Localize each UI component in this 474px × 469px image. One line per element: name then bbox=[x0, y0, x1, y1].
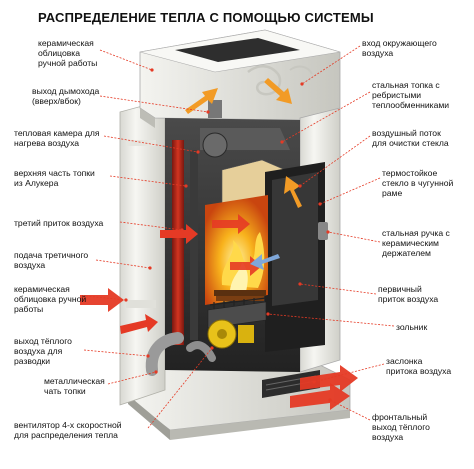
label-line: нагрева воздуха bbox=[14, 138, 80, 148]
label-line: керамическая bbox=[14, 284, 70, 294]
label-warm-air-out: выход тёплого воздуха для разводки bbox=[14, 336, 72, 366]
label-third-air-supply: подача третичного воздуха bbox=[14, 250, 88, 270]
label-line: термостойкое bbox=[382, 168, 438, 178]
label-line: из Алукера bbox=[14, 178, 59, 188]
label-line: приток воздуха bbox=[378, 294, 439, 304]
label-line: зольник bbox=[396, 322, 428, 332]
label-ambient-air: вход окружающего воздуха bbox=[362, 38, 437, 58]
label-line: первичный bbox=[378, 284, 422, 294]
label-line: для очистки стекла bbox=[372, 138, 449, 148]
label-line: верхняя часть топки bbox=[14, 168, 95, 178]
label-line: теплообменниками bbox=[372, 100, 450, 110]
label-line: воздуха для bbox=[14, 346, 63, 356]
label-line: воздушный поток bbox=[372, 128, 441, 138]
label-firebox-top: верхняя часть топки из Алукера bbox=[14, 168, 95, 188]
label-fan: вентилятор 4-х скоростной для распределе… bbox=[14, 420, 122, 440]
firebox-door bbox=[265, 162, 328, 352]
label-line: выход дымохода bbox=[32, 86, 100, 96]
label-line: тепловая камера для bbox=[14, 128, 100, 138]
label-line: третий приток воздуха bbox=[14, 218, 104, 228]
label-line: работы bbox=[14, 304, 44, 314]
label-line: облицовка bbox=[38, 48, 81, 58]
label-line: облицовка ручной bbox=[14, 294, 87, 304]
label-line: вентилятор 4-х скоростной bbox=[14, 420, 122, 430]
label-line: раме bbox=[382, 188, 403, 198]
label-air-damper: заслонка притока воздуха bbox=[386, 356, 451, 376]
label-line: выход тёплого bbox=[372, 422, 430, 432]
label-glass-airflow: воздушный поток для очистки стекла bbox=[372, 128, 449, 148]
label-flue-outlet: выход дымохода (вверх/вбок) bbox=[32, 86, 99, 106]
label-ceramic-glass: термостойкое стекло в чугунной раме bbox=[382, 168, 453, 198]
label-line: вход окружающего bbox=[362, 38, 437, 48]
label-line: (вверх/вбок) bbox=[32, 96, 81, 106]
label-line: ручной работы bbox=[38, 58, 98, 68]
label-third-air: третий приток воздуха bbox=[14, 218, 103, 228]
label-line: воздуха bbox=[14, 260, 46, 270]
label-line: выход тёплого bbox=[14, 336, 72, 346]
label-line: фронтальный bbox=[372, 412, 428, 422]
label-steel-handle: стальная ручка с керамическим держателем bbox=[382, 228, 450, 258]
label-ash-pan: зольник bbox=[396, 322, 427, 332]
label-line: металлическая bbox=[44, 376, 105, 386]
label-line: керамическим bbox=[382, 238, 439, 248]
label-primary-air: первичный приток воздуха bbox=[378, 284, 438, 304]
label-heat-chamber: тепловая камера для нагрева воздуха bbox=[14, 128, 100, 148]
label-line: воздуха bbox=[362, 48, 394, 58]
diagram-title: РАСПРЕДЕЛЕНИЕ ТЕПЛА С ПОМОЩЬЮ СИСТЕМЫ bbox=[38, 10, 374, 25]
label-metal-part: металлическая чать топки bbox=[44, 376, 105, 396]
label-line: керамическая bbox=[38, 38, 94, 48]
flame bbox=[221, 232, 265, 288]
stove-top-hood bbox=[139, 29, 341, 128]
label-line: разводки bbox=[14, 356, 51, 366]
label-line: заслонка bbox=[386, 356, 423, 366]
door-handle bbox=[318, 222, 328, 240]
label-line: держателем bbox=[382, 248, 431, 258]
label-steel-firebox: стальная топка с ребристыми теплообменни… bbox=[372, 80, 449, 110]
label-line: чать топки bbox=[44, 386, 86, 396]
label-line: для распределения тепла bbox=[14, 430, 118, 440]
label-line: притока воздуха bbox=[386, 366, 452, 376]
label-line: стальная топка с bbox=[372, 80, 440, 90]
label-front-warm-air: фронтальный выход тёплого воздуха bbox=[372, 412, 430, 442]
label-line: стальная ручка с bbox=[382, 228, 450, 238]
label-ceramic-top: керамическая облицовка ручной работы bbox=[38, 38, 97, 68]
label-line: подача третичного bbox=[14, 250, 89, 260]
label-line: воздуха bbox=[372, 432, 404, 442]
label-ceramic-bottom: керамическая облицовка ручной работы bbox=[14, 284, 86, 314]
label-line: ребристыми bbox=[372, 90, 422, 100]
label-line: стекло в чугунной bbox=[382, 178, 454, 188]
